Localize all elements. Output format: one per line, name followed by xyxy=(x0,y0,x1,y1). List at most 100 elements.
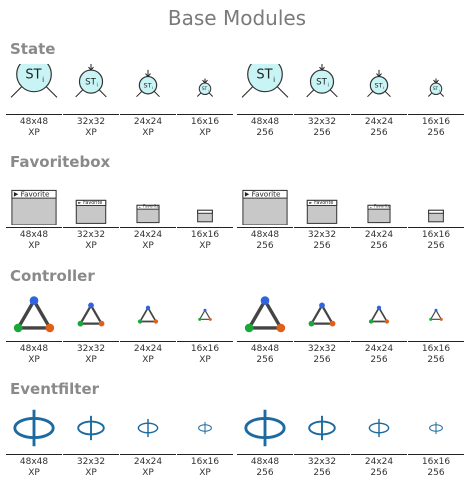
node-blue xyxy=(319,302,325,309)
icon-variant-label: XP xyxy=(85,128,97,138)
icon-size-label: 24x24 xyxy=(364,230,394,240)
node-green xyxy=(368,319,374,324)
divider xyxy=(63,454,119,455)
divider xyxy=(351,341,407,342)
divider xyxy=(6,114,62,115)
outgoing-arrow-right xyxy=(277,86,289,98)
favoritebox-header xyxy=(428,209,444,214)
state-subscript: i xyxy=(383,86,384,90)
icon-size-label: 48x48 xyxy=(19,344,49,354)
divider xyxy=(177,341,233,342)
node-blue xyxy=(260,296,270,305)
icon-size-label: 32x32 xyxy=(307,117,337,127)
node-green xyxy=(198,317,202,321)
state-label: ST xyxy=(202,86,208,92)
outgoing-arrow-right xyxy=(439,92,445,97)
node-orange xyxy=(439,317,443,321)
outgoing-arrow-left xyxy=(241,86,253,98)
icon-size-label: 16x16 xyxy=(190,344,220,354)
play-icon xyxy=(138,206,142,208)
node-orange xyxy=(45,323,55,333)
icon-size-label: 48x48 xyxy=(19,117,49,127)
divider xyxy=(237,227,293,228)
node-orange xyxy=(208,317,212,321)
state-subscript: i xyxy=(208,88,209,92)
favoritebox-icon: Favorite xyxy=(298,177,346,225)
node-orange xyxy=(98,320,105,327)
node-blue xyxy=(145,305,151,310)
node-orange xyxy=(153,319,159,324)
icon-size-label: 24x24 xyxy=(133,230,163,240)
divider xyxy=(120,227,176,228)
favoritebox-header xyxy=(11,189,57,199)
node-blue xyxy=(434,308,438,312)
icon-variant-label: XP xyxy=(142,241,154,251)
favoritebox-label: Favorite xyxy=(143,204,160,209)
controller-triangle xyxy=(310,304,334,325)
icon-variant-label: XP xyxy=(85,355,97,365)
outgoing-arrow-left xyxy=(306,89,315,98)
controller-triangle xyxy=(199,309,211,320)
icon-size-label: 24x24 xyxy=(133,117,163,127)
divider xyxy=(6,454,62,455)
section-title-eventfilter: Eventfilter xyxy=(10,380,100,398)
icon-variant-label: 256 xyxy=(313,468,331,478)
favoritebox-label: Favorite xyxy=(374,204,391,209)
divider xyxy=(351,227,407,228)
state-label: ST xyxy=(374,81,382,89)
controller-triangle xyxy=(16,298,52,330)
outgoing-arrow-right xyxy=(208,92,214,97)
play-icon xyxy=(13,191,19,197)
divider xyxy=(408,341,464,342)
section-title-controller: Controller xyxy=(10,267,95,285)
controller-icon xyxy=(67,291,115,339)
eventfilter-icon xyxy=(355,404,403,452)
icon-variant-label: XP xyxy=(28,241,40,251)
divider xyxy=(237,454,293,455)
favoritebox-icon: Favorite xyxy=(10,177,58,225)
divider xyxy=(63,227,119,228)
icon-variant-label: XP xyxy=(142,355,154,365)
outgoing-arrow-left xyxy=(427,92,433,97)
controller-triangle xyxy=(247,298,283,330)
divider xyxy=(351,114,407,115)
node-green xyxy=(244,323,254,333)
state-subscript: i xyxy=(327,83,328,89)
favoritebox-header xyxy=(75,199,107,206)
favoritebox-header xyxy=(367,204,391,210)
page-title: Base Modules xyxy=(167,6,307,30)
divider xyxy=(177,227,233,228)
outgoing-arrow-left xyxy=(367,91,374,98)
eventfilter-icon xyxy=(124,404,172,452)
favoritebox-icon: Favorite xyxy=(241,177,289,225)
controller-triangle xyxy=(139,306,157,323)
divider xyxy=(294,227,350,228)
divider xyxy=(294,341,350,342)
icon-size-label: 16x16 xyxy=(190,230,220,240)
controller-icon xyxy=(124,291,172,339)
favoritebox-header xyxy=(242,189,288,199)
icon-variant-label: 256 xyxy=(256,128,274,138)
section-title-favoritebox: Favoritebox xyxy=(10,153,111,171)
eventfilter-icon xyxy=(241,404,289,452)
divider xyxy=(351,454,407,455)
icon-size-label: 32x32 xyxy=(307,230,337,240)
icon-size-label: 48x48 xyxy=(250,117,280,127)
divider xyxy=(177,114,233,115)
icon-size-label: 48x48 xyxy=(250,230,280,240)
favoritebox-icon: Favorite xyxy=(67,177,115,225)
state-circle xyxy=(429,82,443,96)
divider xyxy=(294,114,350,115)
icon-variant-label: XP xyxy=(28,468,40,478)
eventfilter-icon xyxy=(10,404,58,452)
icon-variant-label: 256 xyxy=(256,241,274,251)
node-green xyxy=(137,319,143,324)
icon-variant-label: 256 xyxy=(427,241,445,251)
icon-size-label: 48x48 xyxy=(250,457,280,467)
eventfilter-icon xyxy=(412,404,460,452)
state-circle xyxy=(138,75,158,95)
icon-size-label: 16x16 xyxy=(421,457,451,467)
divider xyxy=(120,341,176,342)
